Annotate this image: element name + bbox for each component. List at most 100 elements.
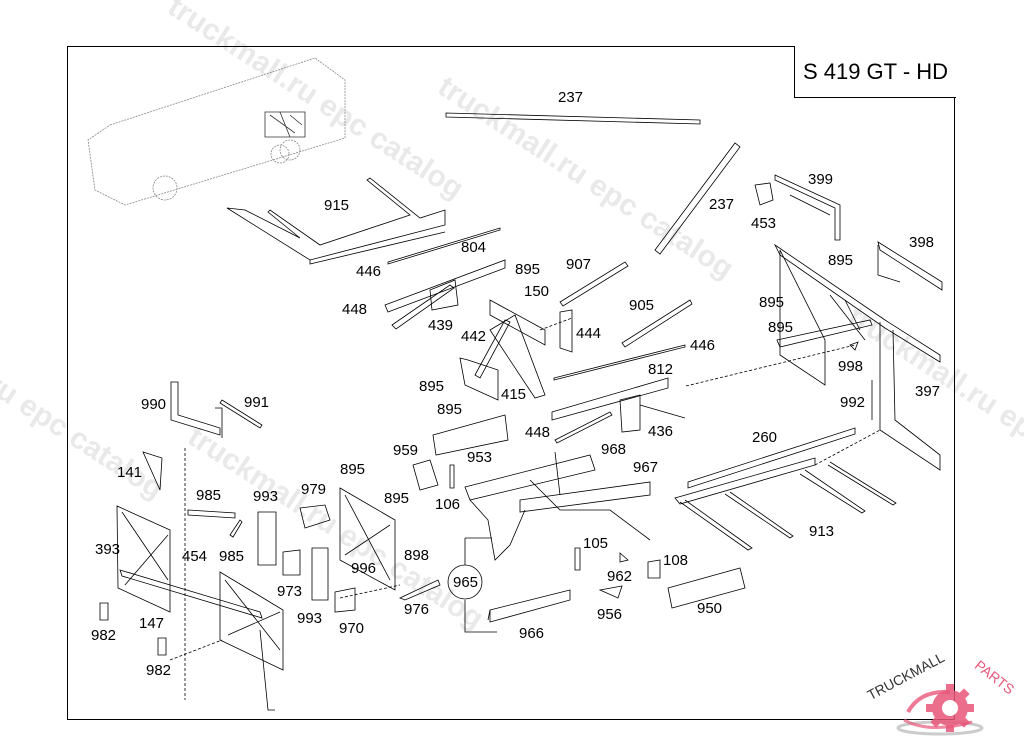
part-397-frame[interactable] xyxy=(775,245,940,470)
callout-950[interactable]: 950 xyxy=(697,600,723,617)
callout-967[interactable]: 967 xyxy=(633,459,659,476)
callout-898[interactable]: 898 xyxy=(404,547,430,564)
part-970-panel[interactable] xyxy=(335,588,355,612)
part-398-frame[interactable] xyxy=(878,242,942,290)
callout-454[interactable]: 454 xyxy=(182,548,208,565)
callout-992[interactable]: 992 xyxy=(840,394,866,411)
callout-991[interactable]: 991 xyxy=(244,394,270,411)
part-990-bracket[interactable] xyxy=(171,382,222,438)
callout-147[interactable]: 147 xyxy=(139,615,165,632)
part-985-strip-b[interactable] xyxy=(230,520,242,537)
callout-959[interactable]: 959 xyxy=(393,442,419,459)
callout-108[interactable]: 108 xyxy=(663,552,689,569)
part-985-strip[interactable] xyxy=(188,510,235,518)
callout-985[interactable]: 985 xyxy=(196,487,222,504)
part-959-bracket[interactable] xyxy=(413,460,438,490)
callout-453[interactable]: 453 xyxy=(751,215,777,232)
part-965-rear-frame[interactable] xyxy=(465,452,650,560)
part-979-panel[interactable] xyxy=(300,505,330,528)
part-237-rail-horizontal[interactable] xyxy=(446,113,700,124)
callout-970[interactable]: 970 xyxy=(339,620,365,637)
part-141-gusset[interactable] xyxy=(143,452,162,490)
callout-907[interactable]: 907 xyxy=(566,256,592,273)
callout-398[interactable]: 398 xyxy=(909,234,935,251)
part-442-crossmember[interactable] xyxy=(385,260,545,398)
part-976-wedge[interactable] xyxy=(400,580,440,600)
callout-415[interactable]: 415 xyxy=(501,386,527,403)
part-993-plate-b[interactable] xyxy=(312,548,328,600)
callout-895[interactable]: 895 xyxy=(768,319,794,336)
callout-150[interactable]: 150 xyxy=(524,283,550,300)
callout-895[interactable]: 895 xyxy=(515,261,541,278)
part-446-strip-b[interactable] xyxy=(554,345,685,380)
part-973-panel[interactable] xyxy=(283,550,300,575)
callout-915[interactable]: 915 xyxy=(324,197,350,214)
part-913-floor-frame[interactable] xyxy=(675,458,896,550)
callout-996[interactable]: 996 xyxy=(351,560,377,577)
callout-990[interactable]: 990 xyxy=(141,396,167,413)
part-444-plate[interactable] xyxy=(560,310,572,352)
part-962-pin[interactable] xyxy=(620,553,628,562)
callout-956[interactable]: 956 xyxy=(597,606,623,623)
callout-913[interactable]: 913 xyxy=(809,523,835,540)
callout-105[interactable]: 105 xyxy=(583,535,609,552)
part-905-rail[interactable] xyxy=(622,300,692,347)
callout-905[interactable]: 905 xyxy=(629,297,655,314)
part-915-floor-frame[interactable] xyxy=(227,178,445,264)
part-lower-frame-right[interactable] xyxy=(220,572,283,710)
callout-993[interactable]: 993 xyxy=(297,610,323,627)
callout-442[interactable]: 442 xyxy=(461,328,487,345)
callout-966[interactable]: 966 xyxy=(519,625,545,642)
part-991-strip[interactable] xyxy=(220,400,262,428)
part-996-frame[interactable] xyxy=(340,488,395,590)
part-106-pin[interactable] xyxy=(450,465,454,488)
callout-895[interactable]: 895 xyxy=(419,378,445,395)
callout-448[interactable]: 448 xyxy=(342,301,368,318)
callout-998[interactable]: 998 xyxy=(838,358,864,375)
callout-446[interactable]: 446 xyxy=(690,337,716,354)
part-453-clip[interactable] xyxy=(755,183,773,205)
callout-446[interactable]: 446 xyxy=(356,263,382,280)
callout-260[interactable]: 260 xyxy=(752,429,778,446)
callout-237[interactable]: 237 xyxy=(558,89,584,106)
part-950-panel[interactable] xyxy=(668,568,745,608)
callout-895[interactable]: 895 xyxy=(384,490,410,507)
callout-399[interactable]: 399 xyxy=(808,171,834,188)
callout-985[interactable]: 985 xyxy=(219,548,245,565)
callout-895[interactable]: 895 xyxy=(759,294,785,311)
part-956-bracket[interactable] xyxy=(600,586,622,598)
callout-976[interactable]: 976 xyxy=(404,601,430,618)
callout-973[interactable]: 973 xyxy=(277,583,303,600)
part-953-panel[interactable] xyxy=(433,415,508,455)
callout-812[interactable]: 812 xyxy=(648,361,674,378)
callout-444[interactable]: 444 xyxy=(576,325,602,342)
part-399-bracket[interactable] xyxy=(775,175,840,240)
callout-141[interactable]: 141 xyxy=(117,464,143,481)
callout-436[interactable]: 436 xyxy=(648,423,674,440)
part-982-block-b[interactable] xyxy=(158,638,166,655)
callout-895[interactable]: 895 xyxy=(828,252,854,269)
callout-982[interactable]: 982 xyxy=(146,662,172,679)
part-907-rail[interactable] xyxy=(560,262,628,306)
callout-895[interactable]: 895 xyxy=(340,461,366,478)
part-446-strip[interactable] xyxy=(388,228,500,264)
part-436-crossmember[interactable] xyxy=(552,378,685,443)
part-966-bumper-beam[interactable] xyxy=(488,590,570,622)
callout-106[interactable]: 106 xyxy=(435,496,461,513)
callout-982[interactable]: 982 xyxy=(91,627,117,644)
callout-968[interactable]: 968 xyxy=(601,441,627,458)
callout-979[interactable]: 979 xyxy=(301,481,327,498)
callout-965[interactable]: 965 xyxy=(453,574,479,591)
callout-895[interactable]: 895 xyxy=(437,401,463,418)
callout-962[interactable]: 962 xyxy=(607,568,633,585)
callout-397[interactable]: 397 xyxy=(915,383,941,400)
part-105-pin[interactable] xyxy=(575,548,580,570)
callout-439[interactable]: 439 xyxy=(428,317,454,334)
part-108-bracket[interactable] xyxy=(648,560,660,578)
part-237-rail-diagonal[interactable] xyxy=(655,143,740,254)
callout-237[interactable]: 237 xyxy=(709,196,735,213)
part-415-bracket[interactable] xyxy=(460,358,498,400)
part-393-frame[interactable] xyxy=(117,506,262,618)
callout-393[interactable]: 393 xyxy=(95,541,121,558)
callout-448[interactable]: 448 xyxy=(525,424,551,441)
